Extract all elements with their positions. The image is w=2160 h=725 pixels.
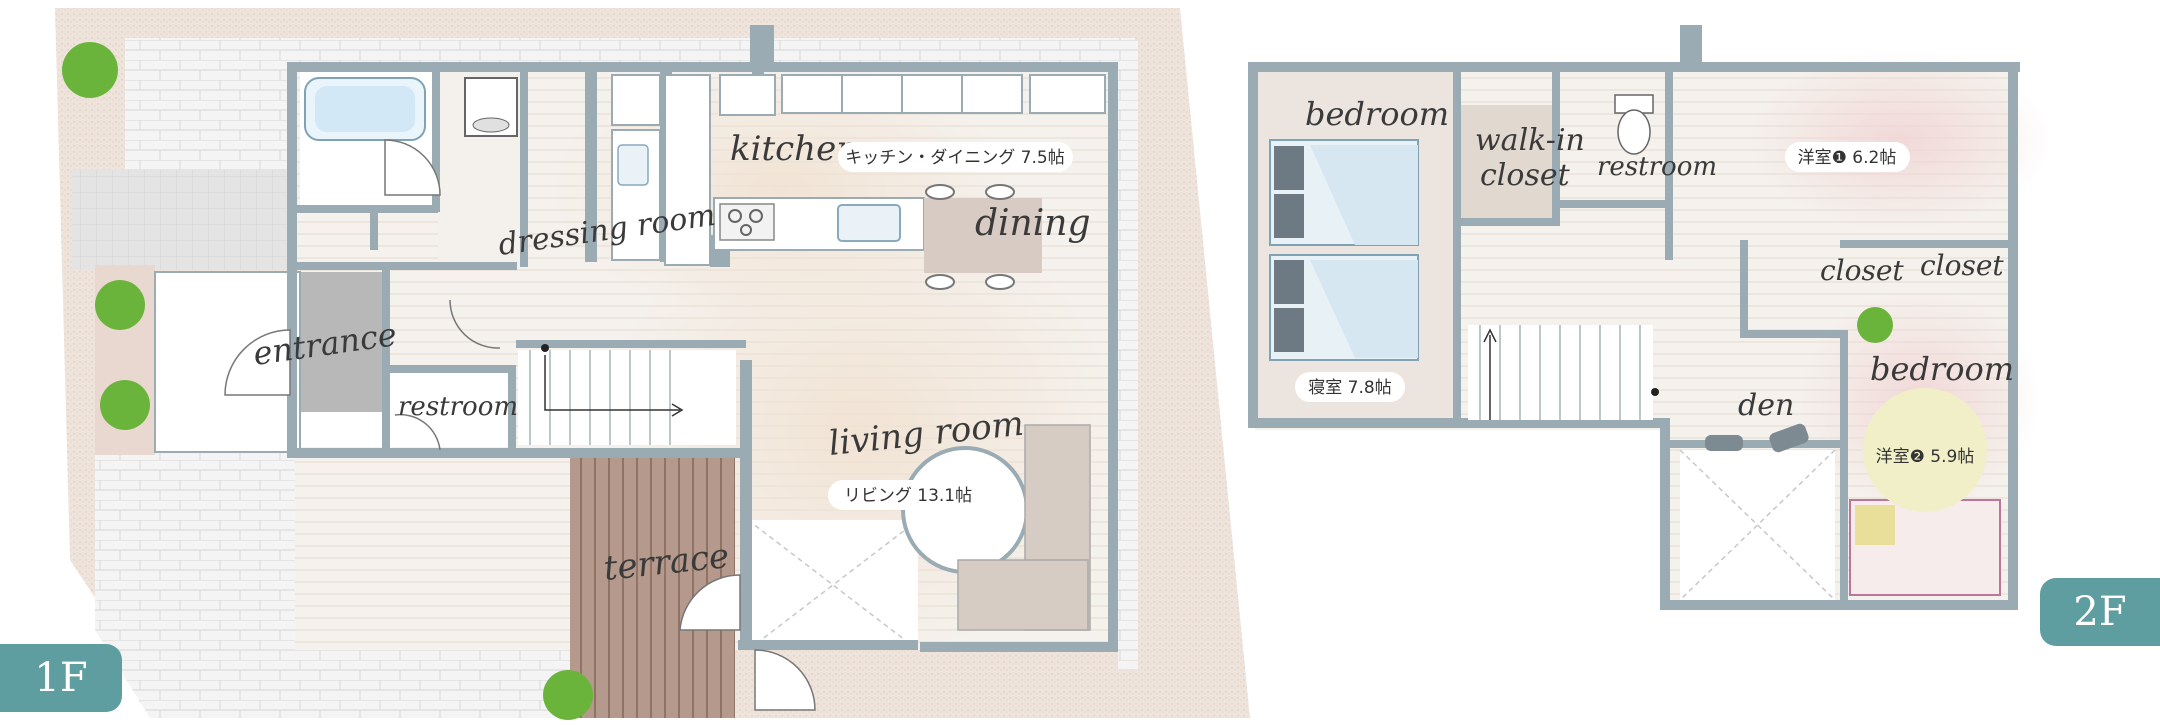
stairs-icon	[1468, 325, 1659, 420]
walls-2f	[1248, 25, 2020, 610]
second-floor: bedroom walk-in closet restroom closet c…	[1248, 25, 2050, 610]
walk-in-floor	[1460, 105, 1555, 225]
washer-icon	[464, 77, 518, 137]
restroom-floor	[390, 372, 510, 447]
badge-kitchen-dining: キッチン・ダイニング 7.5帖	[845, 148, 1064, 168]
door-swing-icon	[384, 139, 441, 196]
label-walk-in: walk-in	[1475, 123, 1585, 158]
bed-icon	[1269, 139, 2001, 596]
label-walk-in-closet: closet	[1480, 158, 1571, 193]
paving-left	[125, 38, 290, 173]
void-area	[748, 520, 918, 650]
sink-icon	[837, 204, 901, 242]
driveway-tile	[72, 170, 302, 270]
floor-tag-2f: 2F	[2040, 578, 2160, 646]
entrance-floor	[300, 272, 382, 412]
label-closet-b: closet	[1920, 249, 2004, 282]
right-paving	[1118, 40, 1138, 670]
label-closet-a: closet	[1820, 254, 1904, 287]
tree-icon	[1857, 307, 1893, 343]
label-dining: dining	[975, 203, 1091, 244]
badge-living: リビング 13.1帖	[844, 486, 972, 506]
floor-tag-1f: 1F	[0, 644, 122, 712]
toilet-icon	[1614, 94, 1654, 155]
label-kitchen: kitchen	[730, 129, 858, 169]
chair-icon	[1705, 423, 1809, 453]
first-floor: kitchen dining dressing room entrance re…	[55, 8, 1250, 720]
void-2f	[1680, 450, 1835, 600]
label-den: den	[1738, 388, 1794, 423]
chair-icon	[925, 184, 1015, 290]
sofa-icon	[957, 424, 1091, 631]
badge-western1: 洋室❶ 6.2帖	[1798, 148, 1897, 168]
label-restroom-1f: restroom	[398, 392, 518, 422]
entrance-step	[300, 412, 382, 447]
stove-icon	[719, 203, 775, 241]
bathtub-icon	[304, 77, 426, 141]
bedroom-main-floor	[1255, 72, 1455, 422]
stairs-icon	[518, 344, 736, 445]
tree-icon	[62, 42, 593, 720]
bedroom2-rug	[1863, 388, 1987, 512]
label-restroom-2f: restroom	[1597, 152, 1717, 182]
label-bedroom-2: bedroom	[1870, 350, 2014, 388]
badge-bedroom-jp: 寝室 7.8帖	[1308, 377, 1391, 398]
wash-basin-icon	[617, 144, 649, 186]
label-bedroom-main: bedroom	[1305, 95, 1449, 133]
badge-western2: 洋室❷ 5.9帖	[1876, 447, 1975, 467]
